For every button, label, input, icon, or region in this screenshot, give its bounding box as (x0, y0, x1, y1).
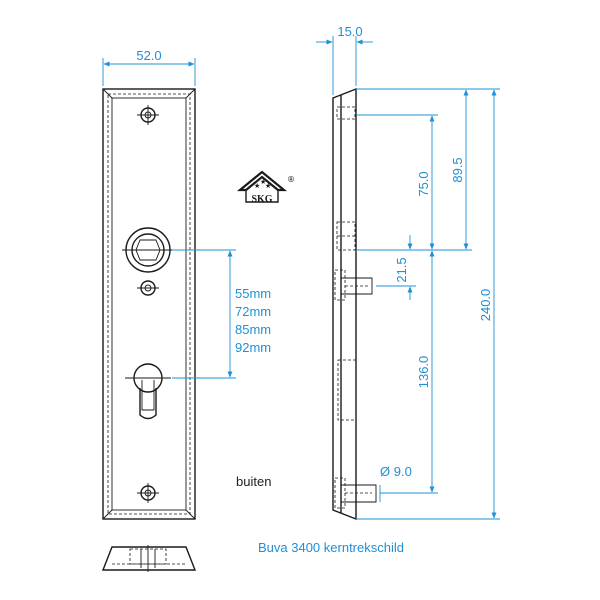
plate-outline (102, 88, 196, 520)
side-view: 15.0 75.0 89.5 21.5 136.0 (316, 24, 500, 521)
width-dimension: 52.0 (102, 48, 196, 86)
top-screw-hole (137, 105, 159, 125)
drawing-title: Buva 3400 kerntrekschild (258, 540, 404, 555)
dim-89-5: 89.5 (450, 89, 469, 250)
plate-hidden-outline (107, 93, 191, 515)
bottom-view (101, 545, 197, 572)
handle-offset-85: 85mm (235, 322, 271, 337)
plate-bevel (111, 97, 187, 511)
dim-75: 75.0 (416, 115, 435, 250)
dim-89-5-label: 89.5 (450, 157, 465, 182)
side-profile (332, 87, 357, 521)
front-view: 52.0 55mm 72mm 85mm 92mm buiten (102, 48, 271, 520)
dim-240-label: 240.0 (478, 289, 493, 322)
handle-offset-72: 72mm (235, 304, 271, 319)
handle-offset-92: 92mm (235, 340, 271, 355)
svg-text:★: ★ (254, 182, 260, 190)
handle-offset-dimension: 55mm 72mm 85mm 92mm (172, 249, 271, 379)
dim-21-5: 21.5 (394, 235, 413, 300)
cylinder-keyhole (125, 363, 171, 420)
dim-75-label: 75.0 (416, 171, 431, 196)
dim-240: 240.0 (478, 89, 497, 519)
dim-136-label: 136.0 (416, 356, 431, 389)
bottom-screw-hole (137, 483, 159, 503)
width-dimension-label: 52.0 (136, 48, 161, 63)
hole-diameter-label: Ø 9.0 (380, 464, 412, 479)
side-label: buiten (236, 474, 271, 489)
handle-rosette (122, 227, 174, 273)
svg-text:★: ★ (265, 182, 271, 190)
skg-logo: ★ ★ ★ SKG ® (236, 170, 295, 205)
thickness-dimension-label: 15.0 (337, 24, 362, 39)
middle-screw-hole (137, 280, 159, 296)
skg-registered-mark: ® (287, 175, 295, 184)
handle-offset-55: 55mm (235, 286, 271, 301)
dim-21-5-label: 21.5 (394, 257, 409, 282)
svg-text:★: ★ (260, 178, 266, 186)
hole-diameter-dimension: Ø 9.0 (379, 464, 412, 502)
skg-logo-text: SKG (251, 194, 272, 205)
thickness-dimension: 15.0 (316, 24, 373, 95)
dim-136: 136.0 (416, 250, 435, 493)
